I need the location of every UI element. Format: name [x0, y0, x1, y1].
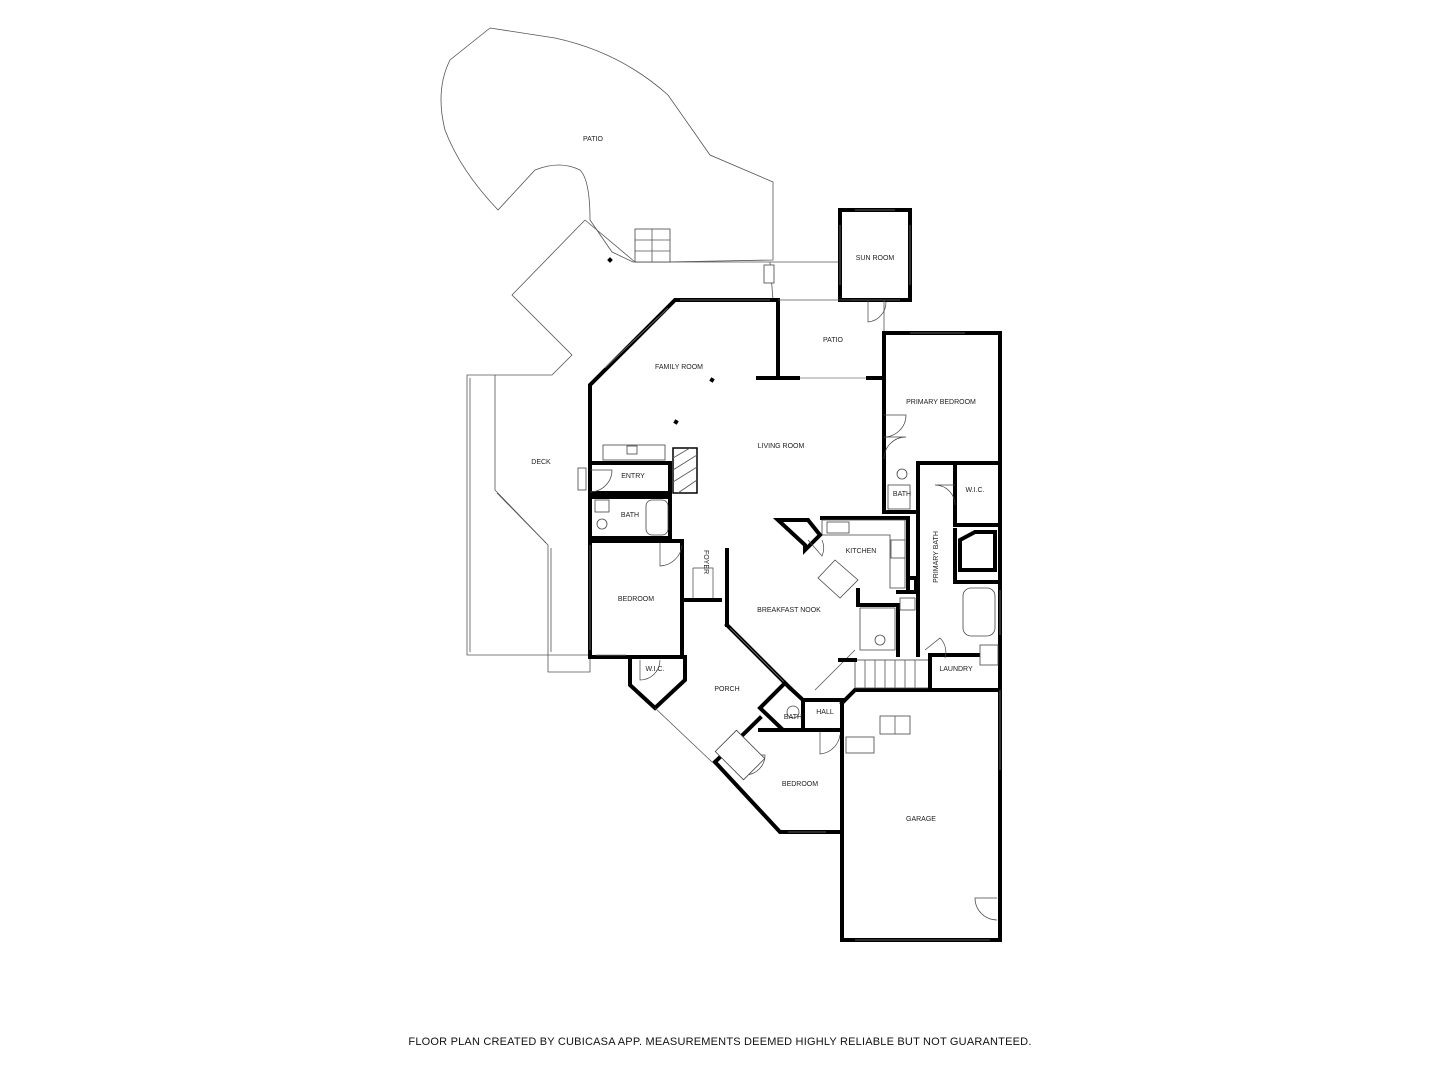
deck-outline — [466, 219, 591, 673]
label-entry: ENTRY — [621, 473, 645, 480]
deck-rail — [469, 378, 552, 652]
post — [763, 264, 775, 284]
label-bedroom-bottom: BEDROOM — [782, 781, 818, 788]
label-wic-left: W.I.C. — [645, 666, 664, 673]
label-bath-primary-small: BATH — [893, 491, 911, 498]
patio-stairs — [634, 228, 671, 263]
label-kitchen: KITCHEN — [846, 548, 877, 555]
label-sun-room: SUN ROOM — [856, 255, 895, 262]
walkway-outline — [584, 219, 840, 301]
label-porch: PORCH — [714, 686, 739, 693]
house-walls — [577, 257, 1002, 942]
label-garage: GARAGE — [906, 816, 936, 823]
room-labels: PATIO SUN ROOM PATIO FAMILY ROOM LIVING … — [531, 136, 984, 823]
label-bath-bottom: BATH — [784, 714, 802, 721]
label-bath-left: BATH — [621, 512, 639, 519]
label-deck: DECK — [531, 459, 551, 466]
label-wic-primary: W.I.C. — [965, 487, 984, 494]
label-patio: PATIO — [823, 337, 844, 344]
label-foyer: FOYER — [702, 550, 709, 574]
patio-top-outline — [440, 27, 774, 263]
label-primary-bath: PRIMARY BATH — [933, 531, 940, 583]
outdoor-areas — [440, 27, 840, 673]
sun-room — [838, 208, 912, 323]
label-laundry: LAUNDRY — [939, 666, 973, 673]
label-primary-bedroom: PRIMARY BEDROOM — [906, 399, 976, 406]
disclaimer-footer: FLOOR PLAN CREATED BY CUBICASA APP. MEAS… — [408, 1036, 1032, 1048]
label-breakfast-nook: BREAKFAST NOOK — [757, 607, 821, 614]
label-bedroom-left: BEDROOM — [618, 596, 654, 603]
label-hall: HALL — [816, 709, 834, 716]
label-patio-top: PATIO — [583, 136, 604, 143]
label-living-room: LIVING ROOM — [758, 443, 805, 450]
label-family-room: FAMILY ROOM — [655, 364, 703, 371]
